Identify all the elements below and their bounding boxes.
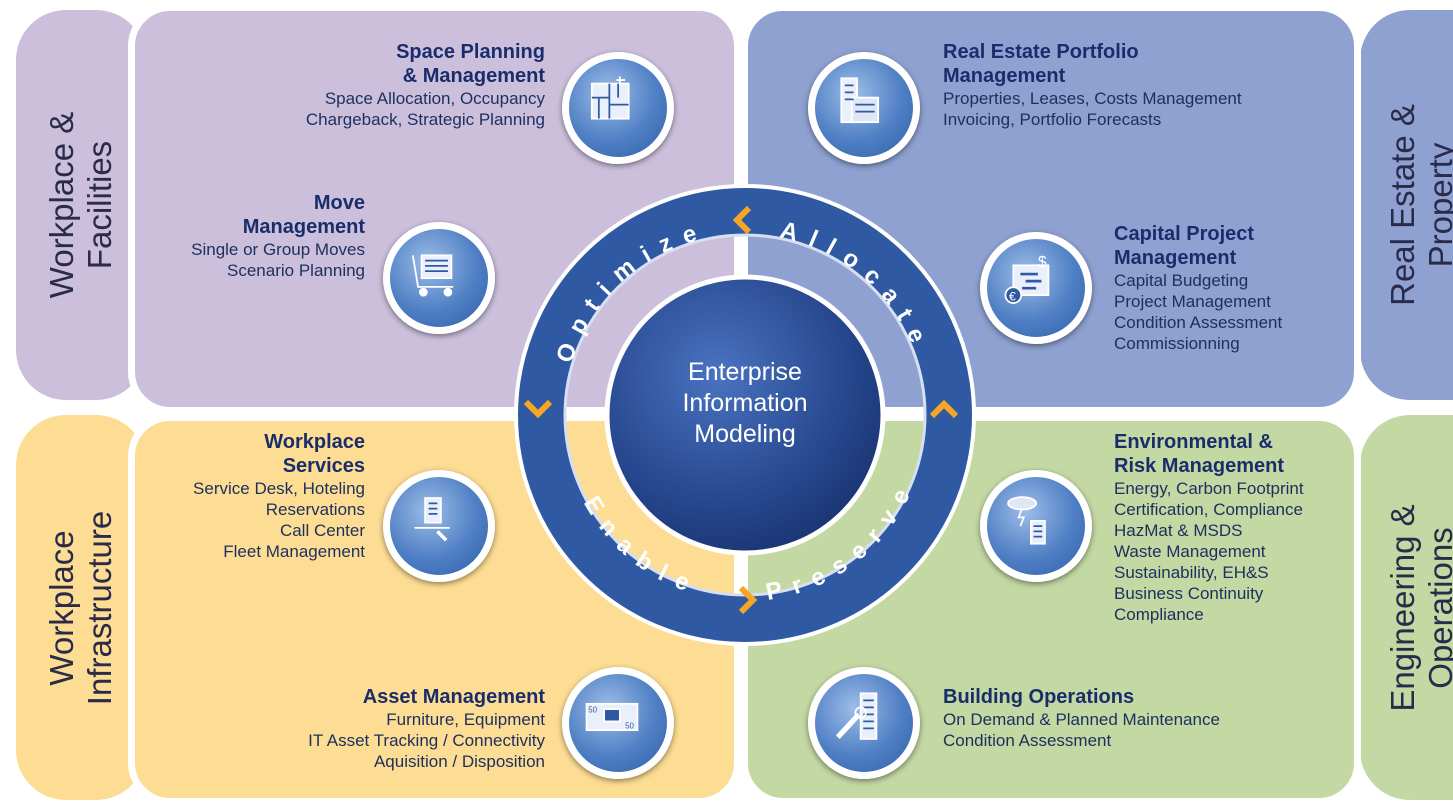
floor-plan-icon xyxy=(562,52,674,164)
center-title: Enterprise Information Modeling xyxy=(682,358,808,448)
svg-text:50: 50 xyxy=(588,706,597,715)
svg-text:50: 50 xyxy=(625,721,634,730)
side-label-workplace-infrastructure: Workplace Infrastructure xyxy=(43,510,118,705)
module-space-planning: Space Planning & Management Space Alloca… xyxy=(305,41,545,129)
module-move-management: Move Management Single or Group Moves Sc… xyxy=(191,192,365,280)
module-real-estate-portfolio: Real Estate Portfolio Management Propert… xyxy=(943,41,1242,129)
svg-text:$: $ xyxy=(1038,254,1047,271)
office-buildings-icon xyxy=(808,52,920,164)
side-label-workplace-facilities: Workplace & Facilities xyxy=(43,111,118,299)
wrench-building-icon xyxy=(808,667,920,779)
budget-dollar-euro-icon: $€ xyxy=(980,232,1092,344)
banknote-computer-icon: 50 50 xyxy=(562,667,674,779)
module-capital-project: Capital Project Management Capital Budge… xyxy=(1114,223,1283,353)
module-building-operations: Building Operations On Demand & Planned … xyxy=(943,686,1220,750)
side-tab-engineering: Engineering & Operations xyxy=(1360,415,1453,800)
module-asset-management: Asset Management Furniture, Equipment IT… xyxy=(308,686,545,771)
chevron-up-icon xyxy=(929,399,959,419)
side-tab-workplace-facilities: Workplace & Facilities xyxy=(16,10,146,400)
side-tab-workplace-infrastructure: Workplace Infrastructure xyxy=(16,415,146,800)
center-ring-diagram: Optimize Allocate Enable Preserve xyxy=(514,184,976,646)
chevron-left-icon xyxy=(732,205,752,235)
svg-text:€: € xyxy=(1009,289,1016,303)
side-label-engineering: Engineering & Operations xyxy=(1384,503,1453,712)
chevron-right-icon xyxy=(738,585,758,615)
module-workplace-services: Workplace Services Service Desk, Hotelin… xyxy=(193,431,365,561)
module-environmental-risk: Environmental & Risk Management Energy, … xyxy=(1114,431,1304,624)
hotel-service-tray-icon xyxy=(383,470,495,582)
storm-building-icon xyxy=(980,470,1092,582)
side-tab-real-estate: Real Estate & Property xyxy=(1360,10,1453,400)
side-label-real-estate: Real Estate & Property xyxy=(1384,104,1453,306)
chevron-down-icon xyxy=(523,399,553,419)
center-circle xyxy=(604,274,886,556)
ring-outer-border xyxy=(514,184,976,646)
moving-cart-icon xyxy=(383,222,495,334)
